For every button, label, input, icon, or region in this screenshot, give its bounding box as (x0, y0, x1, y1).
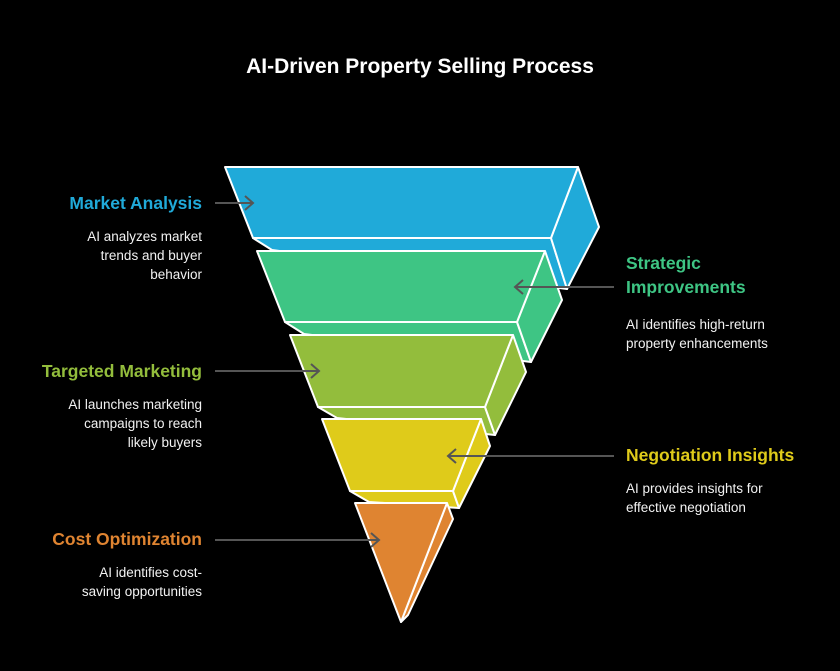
arrow-market-analysis (215, 195, 255, 211)
stage-heading: Negotiation Insights (626, 445, 795, 465)
funnel-layer-cost-optimization (354, 502, 454, 623)
stage-description: AI provides insights for effective negot… (626, 481, 763, 515)
label-negotiation-insights: Negotiation Insights AI provides insight… (626, 443, 826, 517)
stage-heading: Strategic Improvements (626, 253, 746, 297)
stage-description: AI identifies cost-saving opportunities (81, 565, 202, 599)
label-targeted-marketing: Targeted Marketing AI launches marketing… (0, 359, 202, 452)
connector-arrows (215, 195, 614, 548)
stage-description: AI identifies high-return property enhan… (626, 317, 768, 351)
stage-description: AI launches marketing campaigns to reach… (68, 397, 202, 450)
stage-heading: Targeted Marketing (41, 361, 202, 381)
arrow-strategic-improvements (513, 279, 614, 295)
arrow-targeted-marketing (215, 363, 321, 379)
funnel-layer-targeted-marketing (289, 334, 527, 436)
arrow-cost-optimization (215, 532, 381, 548)
label-strategic-improvements: Strategic Improvements AI identifies hig… (626, 251, 806, 353)
stage-heading: Market Analysis (69, 193, 202, 213)
label-cost-optimization: Cost Optimization AI identifies cost-sav… (0, 527, 202, 601)
arrow-negotiation-insights (446, 448, 614, 464)
stage-description: AI analyzes market trends and buyer beha… (87, 229, 202, 282)
stage-heading: Cost Optimization (52, 529, 202, 549)
label-market-analysis: Market Analysis AI analyzes market trend… (0, 191, 202, 284)
funnel-layer-negotiation-insights (321, 418, 491, 509)
page-title: AI-Driven Property Selling Process (246, 55, 594, 78)
